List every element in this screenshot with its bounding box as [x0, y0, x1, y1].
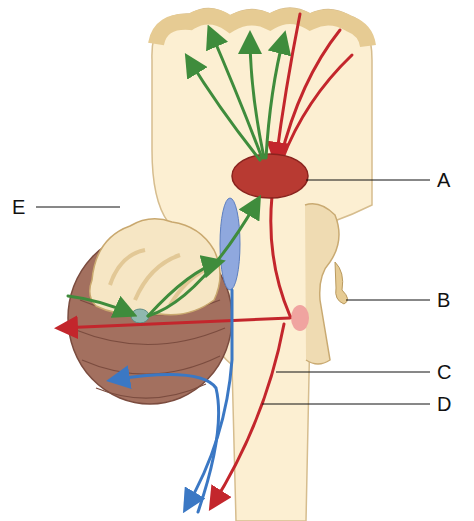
pituitary	[335, 262, 348, 304]
leader-lines	[36, 180, 430, 404]
part-label: A	[437, 170, 450, 190]
thalamus	[232, 154, 308, 198]
part-label: C	[437, 362, 451, 382]
cerebral-cortex	[156, 16, 368, 46]
dentate-nucleus	[131, 309, 149, 323]
pontine-nucleus	[291, 305, 309, 331]
part-label: D	[437, 394, 451, 414]
pons	[305, 204, 339, 364]
part-label: E	[12, 197, 25, 217]
part-label: B	[437, 290, 450, 310]
cerebellar-cortex	[90, 219, 220, 315]
